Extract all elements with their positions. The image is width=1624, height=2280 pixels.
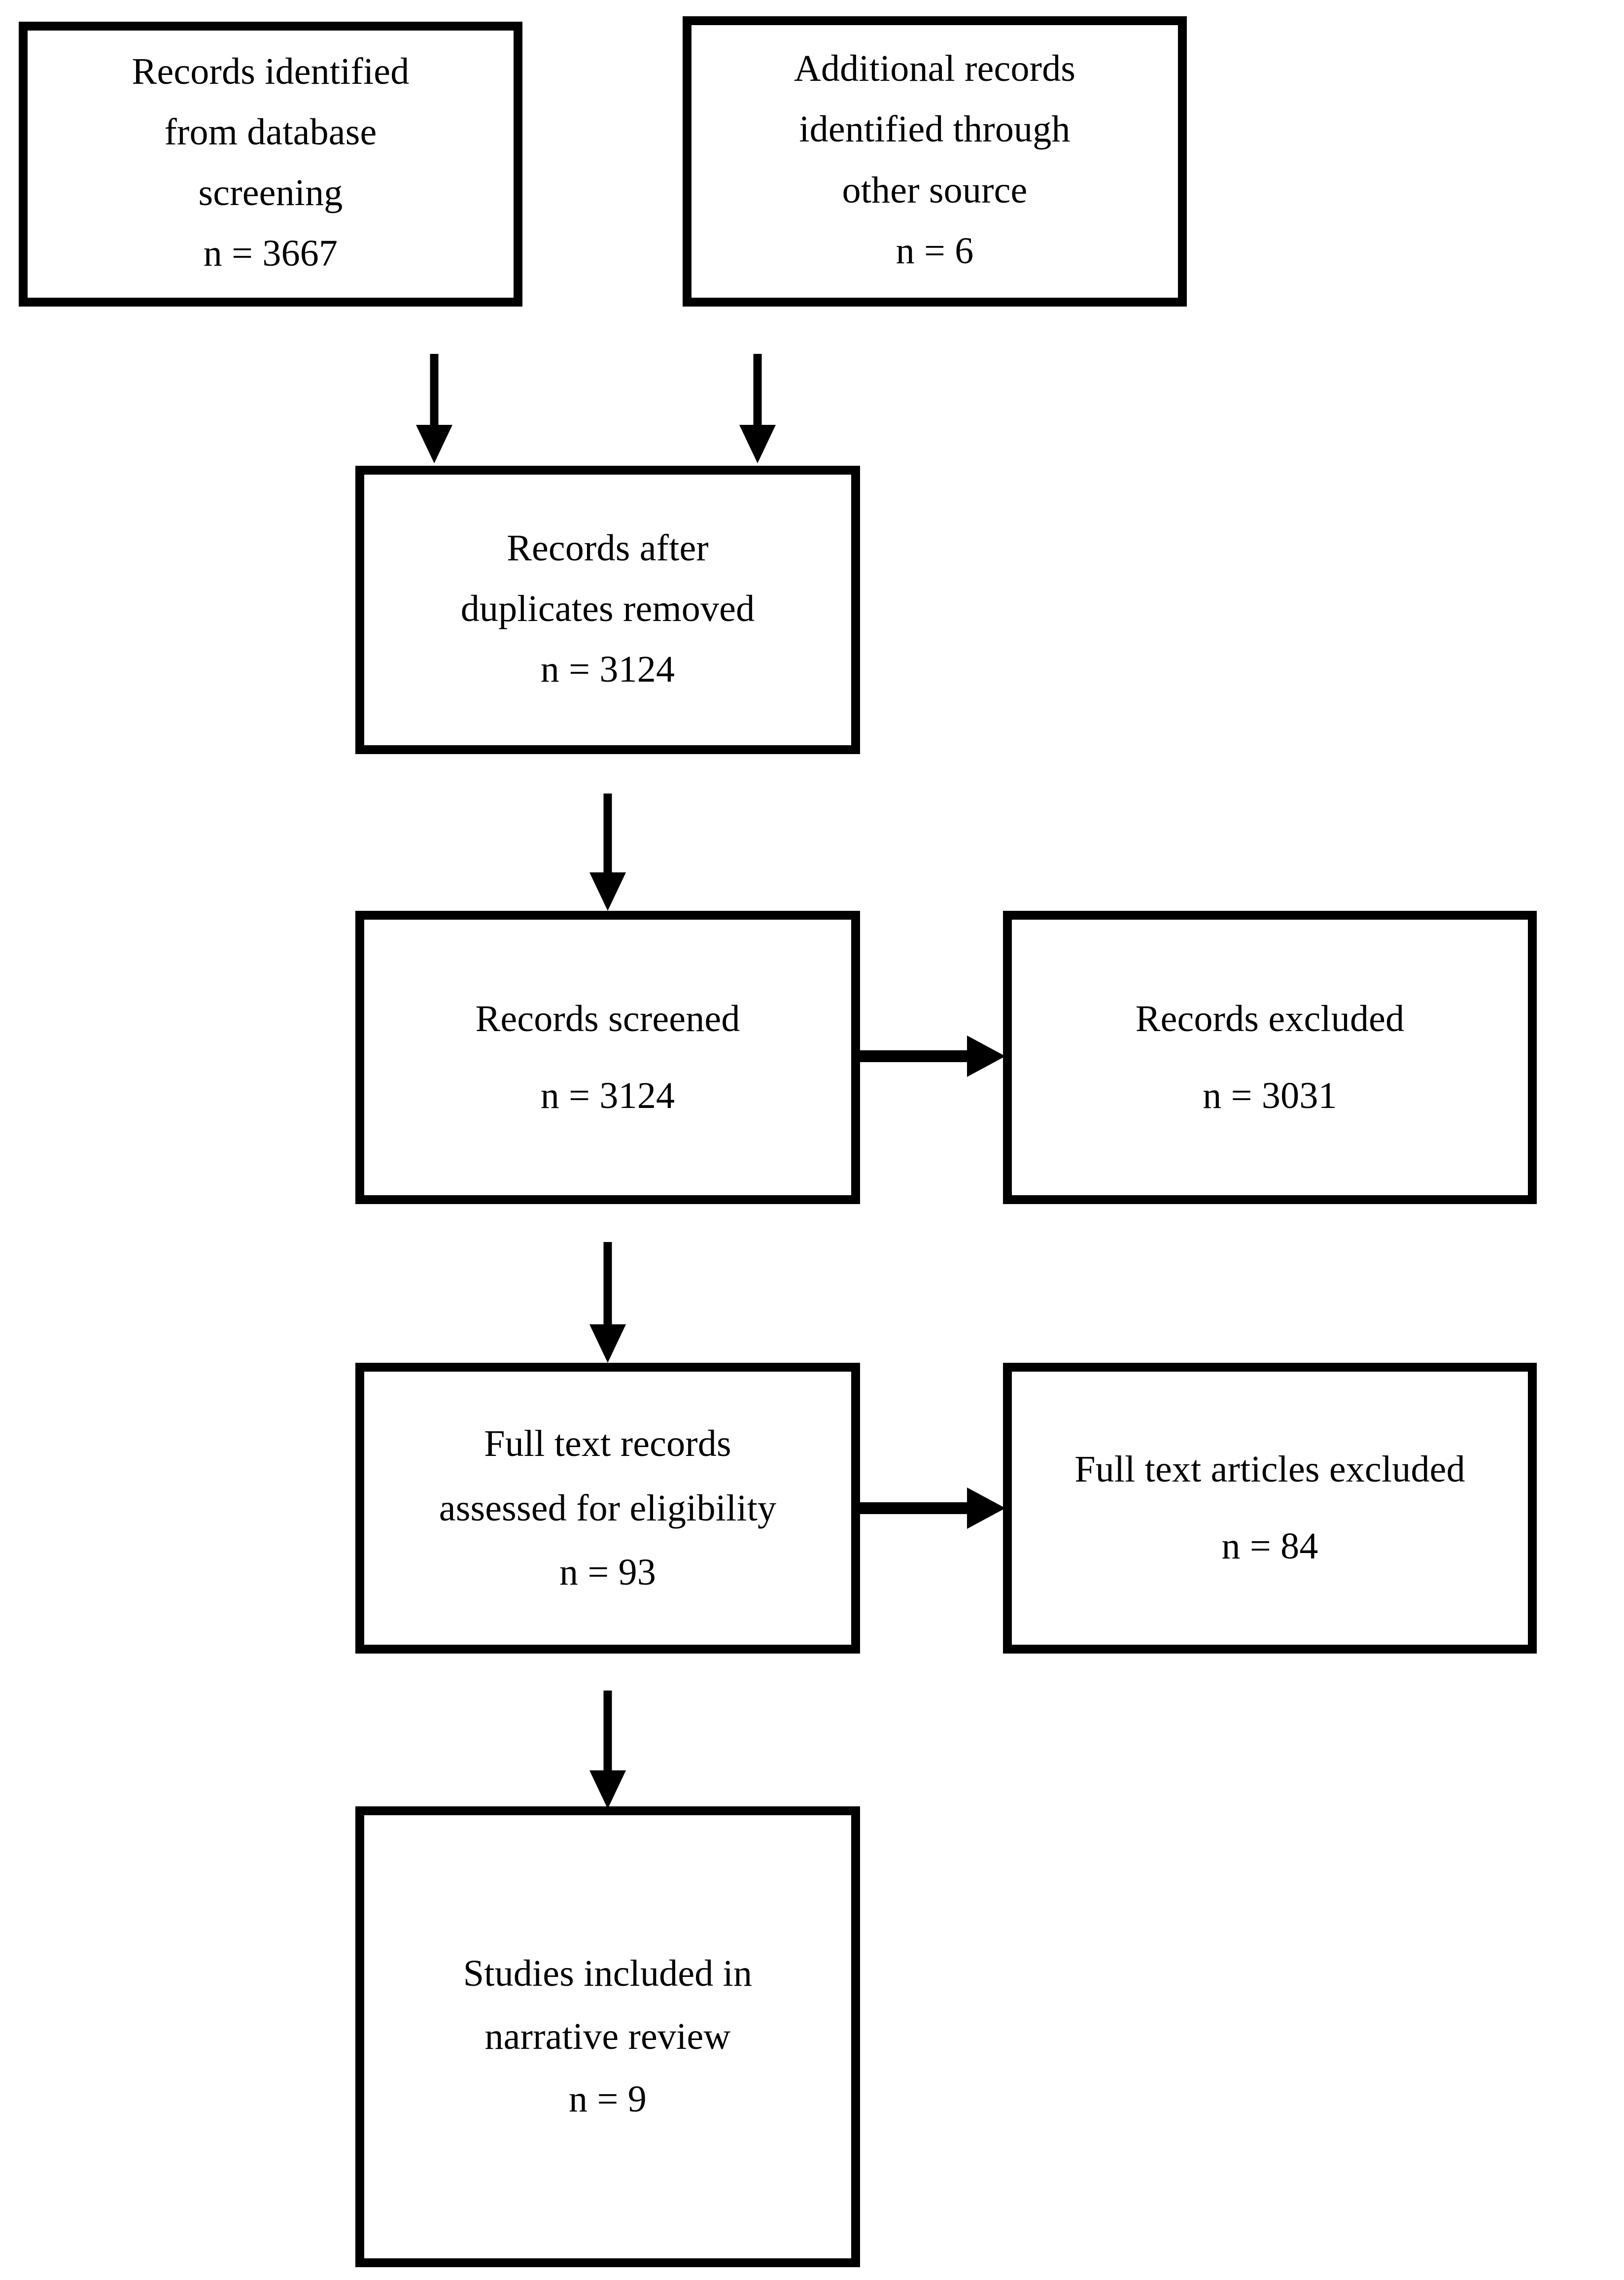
box-count-label: n = 3031 — [1203, 1074, 1337, 1116]
box-records-screened: Records screened n = 3124 — [355, 911, 860, 1204]
box-records-identified-from-database: Records identified from database screeni… — [19, 22, 522, 307]
box-line: Records after — [507, 527, 709, 569]
box-line: Full text records — [484, 1422, 731, 1464]
arrow-shaft — [860, 1502, 973, 1514]
arrow-shaft — [603, 1242, 612, 1327]
arrow-head — [967, 1036, 1005, 1077]
arrow-right-fulltext-to-excluded-icon — [860, 1486, 1005, 1530]
box-full-text-articles-excluded: Full text articles excluded n = 84 — [1003, 1363, 1537, 1654]
box-count-label: n = 3667 — [203, 233, 338, 275]
box-line: duplicates removed — [460, 587, 755, 629]
box-text: Full text records assessed for eligibili… — [439, 1412, 776, 1605]
arrow-shaft — [603, 794, 612, 875]
arrow-down-other-to-dedup-icon — [735, 354, 780, 463]
box-text: Full text articles excluded n = 84 — [1074, 1431, 1465, 1585]
box-text: Records excluded n = 3031 — [1136, 981, 1405, 1135]
box-line: Additional records — [794, 48, 1076, 90]
arrow-down-screened-to-fulltext-icon — [586, 1242, 630, 1363]
arrow-shaft — [430, 354, 439, 428]
box-records-excluded: Records excluded n = 3031 — [1003, 911, 1537, 1204]
box-line: screening — [198, 172, 343, 213]
arrow-head — [967, 1487, 1005, 1529]
box-line: Full text articles excluded — [1074, 1449, 1465, 1490]
arrow-shaft — [753, 354, 762, 428]
arrow-right-screened-to-excluded-icon — [860, 1034, 1005, 1078]
box-additional-records-other-source: Additional records identified through ot… — [683, 16, 1187, 307]
arrow-shaft — [603, 1691, 612, 1773]
arrow-head — [589, 872, 626, 911]
arrow-head — [589, 1324, 626, 1363]
box-text: Additional records identified through ot… — [794, 38, 1075, 281]
box-text: Studies included in narrative review n =… — [463, 1942, 752, 2131]
arrow-head — [589, 1770, 626, 1809]
box-count-label: n = 6 — [896, 230, 974, 272]
box-count-label: n = 84 — [1221, 1525, 1318, 1567]
box-count-label: n = 3124 — [540, 649, 675, 691]
box-line: narrative review — [484, 2015, 731, 2057]
box-count-label: n = 3124 — [540, 1074, 675, 1116]
box-line: identified through — [799, 108, 1071, 150]
box-line: from database — [164, 111, 377, 153]
box-count-label: n = 93 — [559, 1552, 657, 1593]
box-line: other source — [842, 169, 1028, 211]
box-line: Records identified — [132, 50, 410, 92]
box-text: Records after duplicates removed n = 312… — [461, 518, 755, 700]
arrow-down-dedup-to-screened-icon — [586, 794, 630, 911]
box-studies-included-narrative-review: Studies included in narrative review n =… — [355, 1806, 860, 2267]
arrow-head — [416, 425, 452, 463]
arrow-down-fulltext-to-included-icon — [586, 1691, 630, 1809]
box-records-after-duplicates-removed: Records after duplicates removed n = 312… — [355, 466, 860, 754]
box-line: assessed for eligibility — [439, 1487, 777, 1529]
box-line: Records excluded — [1135, 998, 1405, 1039]
arrow-shaft — [860, 1050, 973, 1062]
box-line: Studies included in — [463, 1952, 753, 1994]
box-line: Records screened — [475, 998, 740, 1039]
box-text: Records identified from database screeni… — [132, 41, 410, 284]
box-text: Records screened n = 3124 — [475, 981, 740, 1135]
arrow-down-db-to-dedup-icon — [412, 354, 456, 463]
arrow-head — [739, 425, 776, 463]
box-full-text-records-assessed: Full text records assessed for eligibili… — [355, 1363, 860, 1654]
box-count-label: n = 9 — [569, 2078, 647, 2120]
